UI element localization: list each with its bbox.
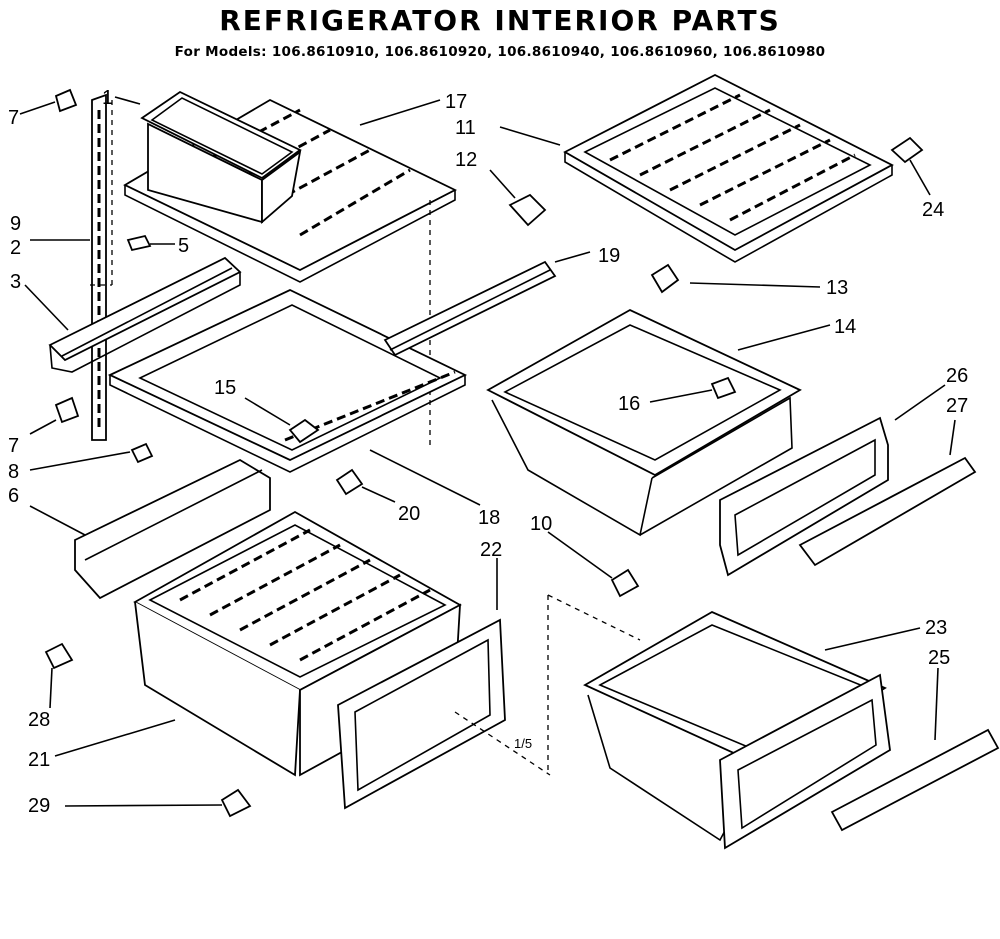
part-28-clip bbox=[44, 642, 74, 670]
callout-2: 2 bbox=[10, 237, 21, 259]
callout-1: 1 bbox=[102, 87, 113, 109]
alignment-line bbox=[547, 594, 641, 641]
part-23-drawer bbox=[583, 610, 891, 850]
part-27-trim bbox=[798, 456, 977, 567]
callout-20: 20 bbox=[398, 503, 420, 525]
part-12-shelf-support bbox=[508, 193, 547, 227]
callout-21: 21 bbox=[28, 749, 50, 771]
callout-23: 23 bbox=[925, 617, 947, 639]
part-14-pan bbox=[486, 308, 802, 537]
callout-14: 14 bbox=[834, 316, 856, 338]
callout-7a: 7 bbox=[8, 107, 19, 129]
part-26-pan-front bbox=[719, 416, 889, 577]
alignment-line bbox=[454, 711, 551, 776]
callout-10: 10 bbox=[530, 513, 552, 535]
callout-9: 9 bbox=[10, 213, 21, 235]
part-7-bracket-upper bbox=[54, 88, 78, 113]
callout-11: 11 bbox=[455, 117, 476, 139]
diagram-title: REFRIGERATOR INTERIOR PARTS bbox=[219, 4, 781, 37]
part-20-clip bbox=[335, 468, 364, 496]
callout-29: 29 bbox=[28, 795, 50, 817]
callout-16: 16 bbox=[618, 393, 640, 415]
callout-15: 15 bbox=[214, 377, 236, 399]
part-3-shelf-trim bbox=[48, 256, 242, 373]
callout-25: 25 bbox=[928, 647, 950, 669]
part-5-clip bbox=[126, 234, 152, 252]
part-13-shelf-support bbox=[650, 263, 680, 294]
callout-22: 22 bbox=[480, 539, 502, 561]
callout-6: 6 bbox=[8, 485, 19, 507]
part-19-shelf-trim bbox=[383, 260, 557, 357]
callout-12: 12 bbox=[455, 149, 477, 171]
part-11-glass-shelf bbox=[563, 73, 894, 263]
callout-3: 3 bbox=[10, 271, 21, 293]
part-18-shelf-frame bbox=[107, 289, 468, 473]
part-24-shelf-support bbox=[890, 136, 924, 164]
callout-8: 8 bbox=[8, 461, 19, 483]
callout-18: 18 bbox=[478, 507, 500, 529]
part-8-screw bbox=[130, 442, 154, 464]
part-7-bracket-lower bbox=[54, 396, 80, 424]
part-6-shelf-trim bbox=[74, 458, 271, 600]
callout-24: 24 bbox=[922, 199, 944, 221]
part-29-clip bbox=[220, 788, 252, 818]
callout-13: 13 bbox=[826, 277, 848, 299]
part-25-trim bbox=[830, 728, 1000, 832]
callout-26: 26 bbox=[946, 365, 968, 387]
part-21-drawer bbox=[134, 601, 506, 810]
part-10-clip bbox=[610, 568, 640, 598]
callout-17: 17 bbox=[445, 91, 467, 113]
callout-7b: 7 bbox=[8, 435, 19, 457]
callout-5: 5 bbox=[178, 235, 189, 257]
part-16-clip bbox=[710, 376, 737, 400]
model-list: For Models: 106.8610910, 106.8610920, 10… bbox=[174, 44, 826, 60]
part-15-clip bbox=[288, 418, 320, 444]
callout-19: 19 bbox=[598, 245, 620, 267]
part-1-utility-bin bbox=[140, 90, 302, 224]
leader-lines bbox=[19, 96, 956, 807]
part-2-vertical-rail bbox=[90, 93, 113, 441]
callout-27: 27 bbox=[946, 395, 968, 417]
page-number: 1/5 bbox=[514, 736, 532, 751]
callout-28: 28 bbox=[28, 709, 50, 731]
